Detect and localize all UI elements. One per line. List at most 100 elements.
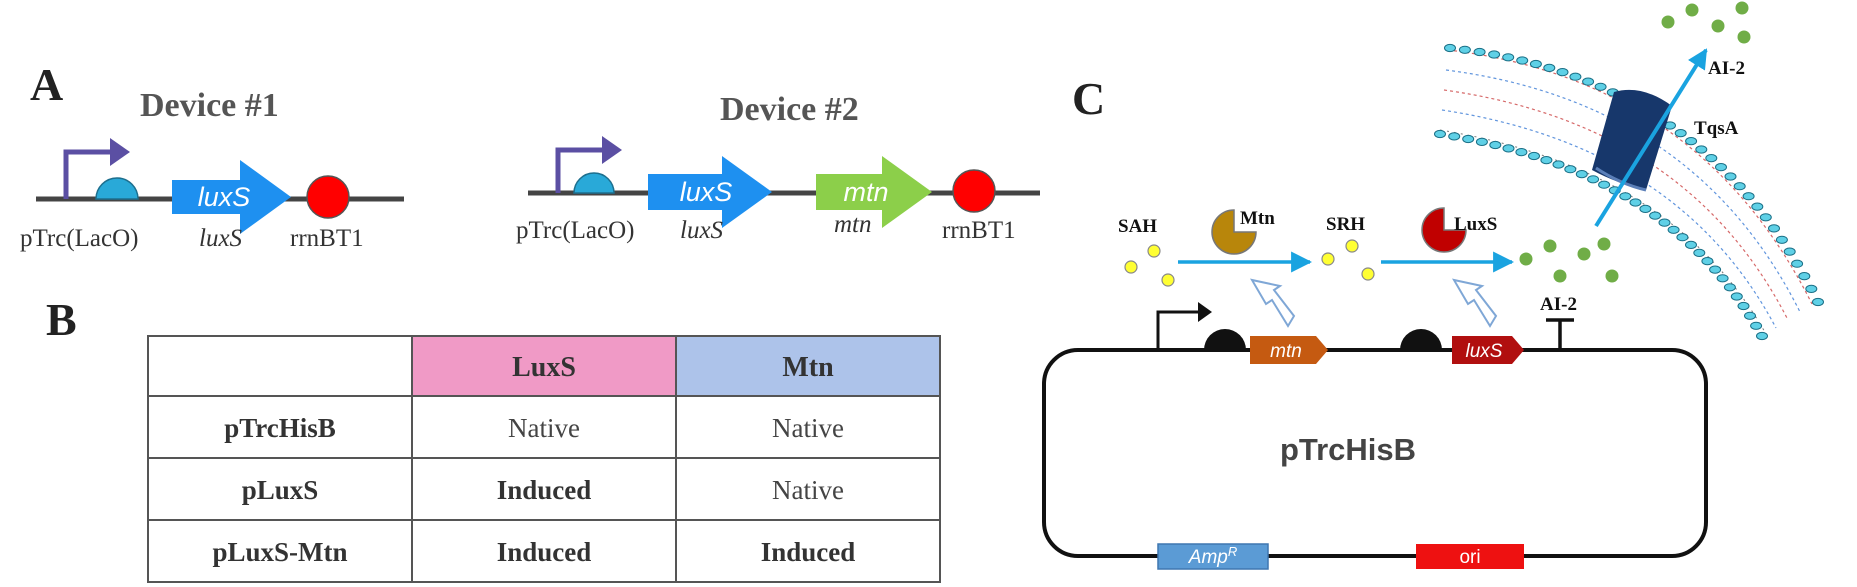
luxs-enzyme-label: LuxS [1454, 214, 1497, 235]
lipid-head [1587, 175, 1600, 184]
rbs-2 [1400, 329, 1442, 350]
cell-ptrchisb-mtn: Native [772, 413, 844, 443]
amp-marker-sup: R [1228, 544, 1237, 559]
srh-molecules [1321, 239, 1375, 281]
device-2-promoter-label: pTrc(LacO) [516, 217, 634, 244]
lipid-head [1812, 297, 1824, 307]
lipid-head [1685, 240, 1697, 249]
header-luxs: LuxS [512, 352, 576, 383]
luxs-cds [1452, 336, 1524, 364]
lipid-head [1744, 311, 1756, 320]
device-2-promoter-arrow [555, 147, 604, 193]
lipid-head [1564, 165, 1577, 174]
rbs-1 [1204, 329, 1246, 350]
lipid-head [1791, 259, 1804, 268]
expression-table: LuxS Mtn pTrcHisB Native Native pLuxS In… [147, 335, 941, 583]
lipid-head [1552, 160, 1565, 169]
ori-marker [1416, 544, 1524, 569]
lipid-head [1667, 225, 1680, 234]
device-1-promoter-arrow [63, 149, 112, 199]
header-cell-luxs-bg [412, 336, 676, 396]
table-grid [147, 335, 941, 583]
ai2-molecules-inside [1519, 237, 1619, 283]
device-1-title: Device #1 [140, 87, 279, 124]
header-cell-mtn-bg [676, 336, 940, 396]
lipid-head [1705, 154, 1718, 163]
lipid-head [1798, 272, 1811, 281]
device-2-mtn-arrow [816, 156, 932, 228]
amp-marker-label: AmpR [1188, 544, 1237, 569]
lipid-head [1489, 140, 1502, 150]
mtn-expression-arrow [1249, 278, 1296, 328]
mtn-cds [1250, 336, 1328, 364]
lipid-head [1540, 156, 1553, 165]
lipid-head [1475, 137, 1488, 146]
device-2-terminator-label: rrnBT1 [942, 217, 1016, 244]
device-2-mtn-arrow-label: mtn [843, 177, 888, 207]
device-1-luxs-arrow [172, 160, 291, 234]
lipid-head [1515, 148, 1528, 157]
lipid-head [1594, 82, 1607, 91]
lipid-head [1658, 218, 1671, 227]
amp-marker [1157, 543, 1269, 570]
lipid-head [1716, 274, 1729, 283]
lipid-head [1488, 50, 1501, 59]
lipid-head [1569, 72, 1582, 81]
header-mtn: Mtn [782, 352, 834, 383]
device-1-gene-label: luxS [199, 225, 243, 252]
lipid-head [1805, 284, 1818, 293]
device-1-luxs-arrow-label: luxS [198, 182, 251, 212]
device-2-title: Device #2 [720, 91, 859, 128]
lipid-head [1775, 235, 1788, 244]
lipid-head [1502, 53, 1515, 62]
panel-label-a: A [30, 59, 63, 110]
lipid-head [1639, 204, 1652, 213]
lipid-head [1619, 192, 1632, 201]
lipid-head [1598, 180, 1611, 189]
lipid-head [1582, 77, 1595, 86]
luxs-expression-arrow [1451, 278, 1498, 328]
lipid-head [1649, 211, 1662, 220]
device-2: Device #2 luxS mtn pTrc(LacO) luxS mtn r… [516, 91, 1040, 244]
panel-label-c: C [1072, 73, 1105, 124]
mtn-cds-label: mtn [1270, 341, 1302, 362]
sah-label: SAH [1118, 216, 1157, 237]
lipid-head [1556, 68, 1569, 77]
plasmid-promoter-arrowhead [1198, 302, 1212, 322]
amp-marker-base: Amp [1188, 547, 1228, 568]
lipid-head [1575, 170, 1588, 179]
lipid-head [1737, 301, 1750, 311]
device-1: Device #1 luxS pTrc(LacO) luxS rrnBT1 [20, 87, 404, 252]
lipid-head [1444, 43, 1456, 53]
device-1-promoter-arrowhead [110, 138, 130, 166]
lipid-head [1502, 144, 1515, 153]
lipid-head [1528, 151, 1540, 161]
cell-pluxs-mtn-luxs: Induced [497, 537, 592, 567]
device-2-promoter-arrowhead [602, 136, 622, 164]
plasmid-promoter-arrow [1156, 310, 1200, 350]
lipid-head [1529, 59, 1542, 69]
lipid-head [1759, 213, 1772, 222]
device-2-terminator [952, 169, 996, 213]
lipid-head [1434, 129, 1446, 139]
mtn-enzyme-icon [1211, 209, 1257, 255]
lipid-head [1695, 145, 1708, 154]
cell-ptrchisb-luxs: Native [508, 413, 580, 443]
ori-marker-label: ori [1459, 547, 1480, 568]
lipid-head [1715, 163, 1727, 172]
luxs-cds-label: luxS [1466, 341, 1503, 362]
lipid-head [1674, 129, 1687, 138]
lipid-head [1448, 132, 1461, 141]
lipid-head [1724, 172, 1737, 181]
lipid-head [1701, 257, 1714, 266]
device-2-luxs-arrow [648, 156, 772, 228]
device-1-promoter-label: pTrc(LacO) [20, 225, 138, 252]
srh-label: SRH [1326, 214, 1365, 235]
cell-pluxs-mtn-mtn: Induced [761, 537, 856, 567]
row-name-pluxs: pLuxS [242, 475, 319, 505]
lipid-head [1462, 134, 1475, 144]
cell-pluxs-mtn: Native [772, 475, 844, 505]
lipid-head [1750, 321, 1763, 330]
lipid-head [1516, 56, 1529, 65]
